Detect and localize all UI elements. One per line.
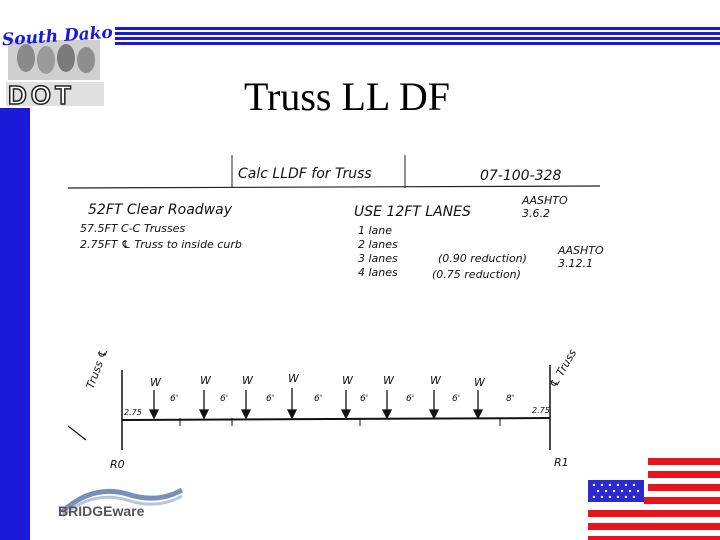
roadway-width: 52FT Clear Roadway xyxy=(88,202,233,218)
load-w-8: W xyxy=(474,376,485,389)
aashto-ref-2: AASHTO 3.12.1 xyxy=(558,244,604,270)
load-w-6: W xyxy=(383,374,394,387)
use-lanes: USE 12FT LANES xyxy=(354,204,471,220)
header-stripes xyxy=(115,27,720,47)
right-reaction: R1 xyxy=(554,456,569,469)
load-w-2: W xyxy=(200,374,211,387)
lane-1: 1 lane xyxy=(358,224,393,237)
bridgeware-logo xyxy=(60,487,184,518)
left-accent-bar xyxy=(0,108,30,540)
load-w-1: W xyxy=(150,376,161,389)
spacing-label-7: 6' xyxy=(452,394,461,404)
curb-offset: 2.75FT ℄ Truss to inside curb xyxy=(80,238,242,251)
end-spacing-label: 8' xyxy=(506,394,515,404)
sketch-lines xyxy=(67,155,601,450)
us-flag xyxy=(588,458,720,540)
calc-heading: Calc LLDF for Truss xyxy=(238,166,372,182)
logo-dot-text: DOT xyxy=(8,80,75,108)
truss-spacing: 57.5FT C-C Trusses xyxy=(80,222,186,235)
load-w-3: W xyxy=(242,374,253,387)
spacing-label-1: 6' xyxy=(170,394,179,404)
lane-2: 2 lanes xyxy=(358,238,398,251)
spacing-label-3: 6' xyxy=(266,394,275,404)
spacing-label-4: 6' xyxy=(314,394,323,404)
south-dakota-dot-logo: South Dakota DOT xyxy=(1,21,112,108)
reduction-4-lanes: (0.75 reduction) xyxy=(432,268,521,281)
spacing-label-2: 6' xyxy=(220,394,229,404)
load-w-5: W xyxy=(342,374,353,387)
left-reaction: R0 xyxy=(110,458,125,471)
slide-title: Truss LL DF xyxy=(244,74,450,119)
spacing-label-5: 6' xyxy=(360,394,369,404)
spacing-label-6: 6' xyxy=(406,394,415,404)
bridgeware-text: BRIDGEware xyxy=(58,503,145,519)
load-w-7: W xyxy=(430,374,441,387)
job-number: 07-100-328 xyxy=(480,168,562,184)
aashto-ref-1: AASHTO 3.6.2 xyxy=(522,194,568,220)
lane-3: 3 lanes xyxy=(358,252,398,265)
lane-4: 4 lanes xyxy=(358,266,398,279)
handwritten-calculation-sketch: Calc LLDF for Truss 07-100-328 AASHTO 3.… xyxy=(60,150,605,480)
right-curb-label: 2.75 xyxy=(532,406,550,415)
load-w-4: W xyxy=(288,372,299,385)
reduction-3-lanes: (0.90 reduction) xyxy=(438,252,527,265)
left-curb-label: 2.75 xyxy=(124,408,142,417)
